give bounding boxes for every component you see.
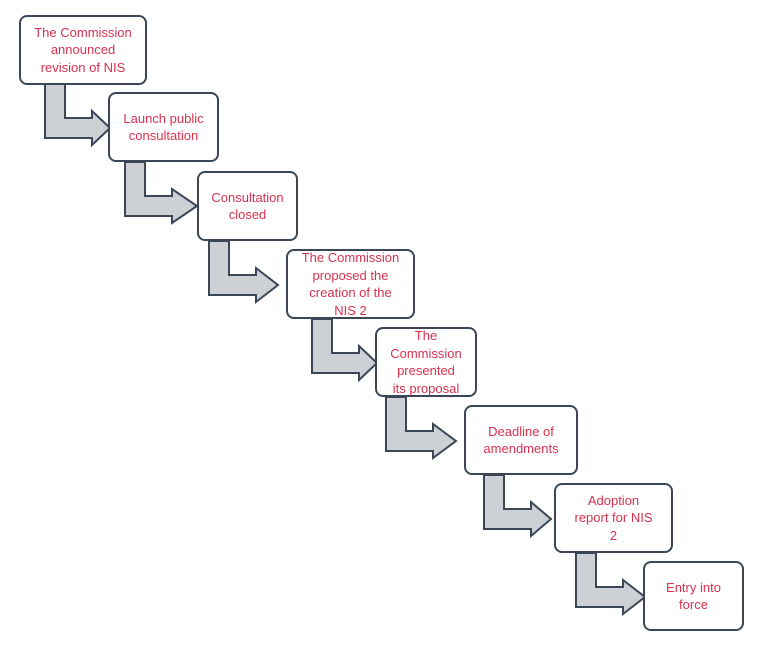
bent-arrow-icon <box>575 552 647 617</box>
bent-arrow-icon <box>385 396 458 460</box>
step-3-box: Consultation closed <box>197 171 298 241</box>
bent-arrow-icon <box>311 318 379 383</box>
bent-arrow-icon <box>124 161 199 225</box>
step-7-box: Adoption report for NIS 2 <box>554 483 673 553</box>
step-2-box: Launch public consultation <box>108 92 219 162</box>
bent-arrow-icon <box>44 83 112 148</box>
step-5-box: The Commission presented its proposal <box>375 327 477 397</box>
step-1-box: The Commission announced revision of NIS <box>19 15 147 85</box>
step-6-box: Deadline of amendments <box>464 405 578 475</box>
step-8-box: Entry into force <box>643 561 744 631</box>
bent-arrow-icon <box>208 240 280 305</box>
step-4-box: The Commission proposed the creation of … <box>286 249 415 319</box>
bent-arrow-icon <box>483 474 553 539</box>
